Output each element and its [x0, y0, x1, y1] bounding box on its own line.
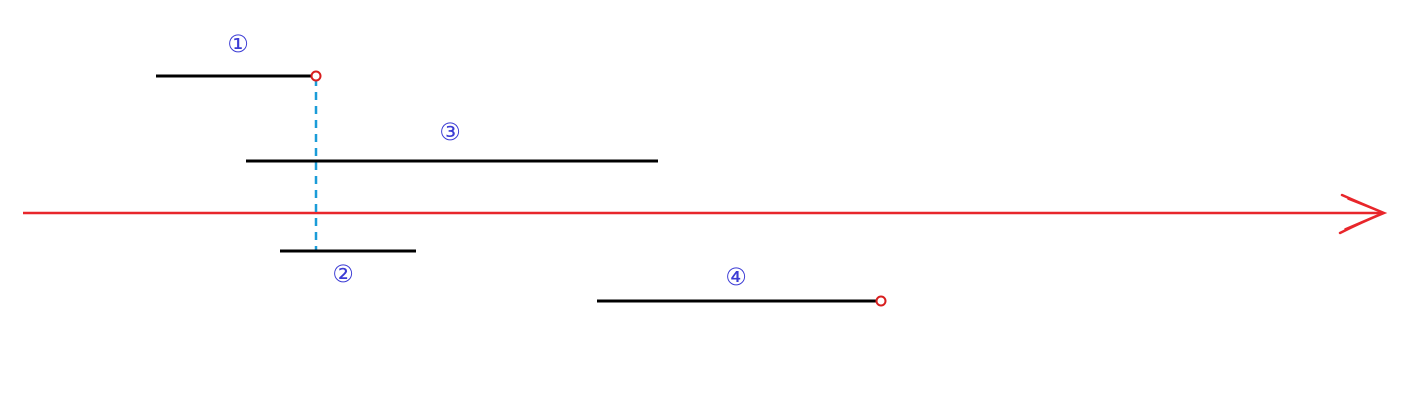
segment-3-label: ③	[439, 118, 461, 146]
axis-arrowhead-stroke	[1344, 198, 1382, 230]
segment-1: ①	[156, 30, 322, 82]
axis-arrowhead-icon	[1338, 193, 1388, 235]
segment-1-label: ①	[227, 30, 249, 58]
axis	[23, 193, 1388, 235]
segment-4-endpoint-marker	[875, 295, 887, 307]
segment-4: ④	[597, 263, 887, 307]
segment-4-label: ④	[725, 263, 747, 291]
segment-2-label: ②	[332, 260, 354, 288]
segment-3: ③	[246, 118, 658, 163]
segment-2: ②	[280, 249, 416, 288]
segment-1-endpoint-marker	[310, 70, 322, 82]
